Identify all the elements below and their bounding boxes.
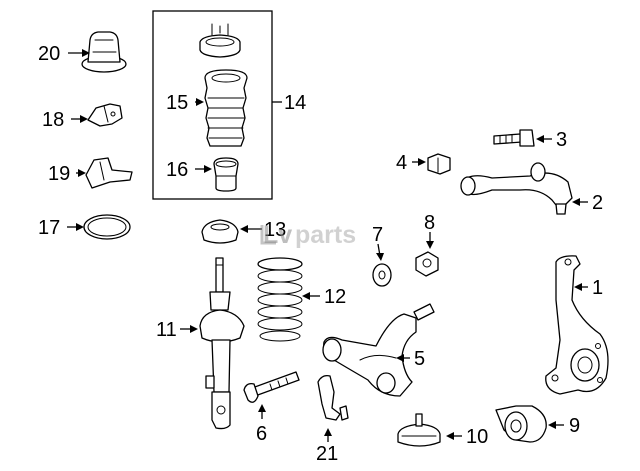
strut-mount-kit-box: [152, 10, 273, 200]
part-8-nut[interactable]: [415, 251, 439, 277]
callout-12: 12: [324, 286, 346, 308]
part-17-ring[interactable]: [83, 214, 131, 240]
part-15-dust-boot[interactable]: [204, 69, 248, 147]
callout-labels: 20 18 19 17 15 16 14 13 12 11 6 7 8 4 3 …: [38, 43, 603, 465]
part-12-coil-spring[interactable]: [257, 257, 303, 342]
callout-3: 3: [556, 129, 567, 151]
callout-7: 7: [372, 224, 383, 246]
part-20-bump-cap[interactable]: [81, 31, 127, 73]
part-5-lower-arm[interactable]: [322, 303, 435, 397]
callout-4: 4: [396, 152, 407, 174]
part-10-mount[interactable]: [397, 413, 441, 447]
part-11-strut[interactable]: [199, 257, 245, 430]
callout-10: 10: [466, 426, 488, 448]
callout-16: 16: [166, 159, 188, 181]
callout-18: 18: [42, 109, 64, 131]
watermark-lv: Lv: [263, 221, 292, 249]
callout-1: 1: [592, 277, 603, 299]
part-1-knuckle[interactable]: [545, 255, 609, 395]
callout-2: 2: [592, 192, 603, 214]
leader-lines: [67, 49, 588, 442]
callout-6: 6: [256, 423, 267, 445]
part-18-bracket[interactable]: [87, 103, 123, 127]
callout-13: 13: [264, 219, 286, 241]
callout-21: 21: [316, 443, 338, 465]
callout-15: 15: [166, 92, 188, 114]
callout-8: 8: [424, 212, 435, 234]
callout-11: 11: [156, 319, 177, 341]
part-19-bracket[interactable]: [85, 157, 133, 189]
callout-9: 9: [569, 415, 580, 437]
part-21-bracket[interactable]: [317, 374, 349, 421]
part-upper-mount[interactable]: [199, 23, 241, 58]
callout-17: 17: [38, 217, 60, 239]
part-9-bushing[interactable]: [495, 405, 547, 443]
callout-20: 20: [38, 43, 60, 65]
callout-5: 5: [414, 348, 425, 370]
part-6-bolt[interactable]: [243, 371, 300, 403]
callout-14: 14: [284, 92, 306, 114]
part-4-nut[interactable]: [427, 153, 451, 175]
watermark-parts: parts: [295, 221, 356, 249]
watermark-logo: Lv parts: [260, 221, 356, 249]
part-3-bolt[interactable]: [493, 129, 535, 147]
part-7-washer[interactable]: [372, 263, 392, 287]
part-16-bump-stop[interactable]: [213, 157, 239, 192]
part-13-spring-seat[interactable]: [201, 219, 239, 244]
callout-19: 19: [48, 163, 70, 185]
part-2-upper-arm[interactable]: [460, 162, 573, 215]
